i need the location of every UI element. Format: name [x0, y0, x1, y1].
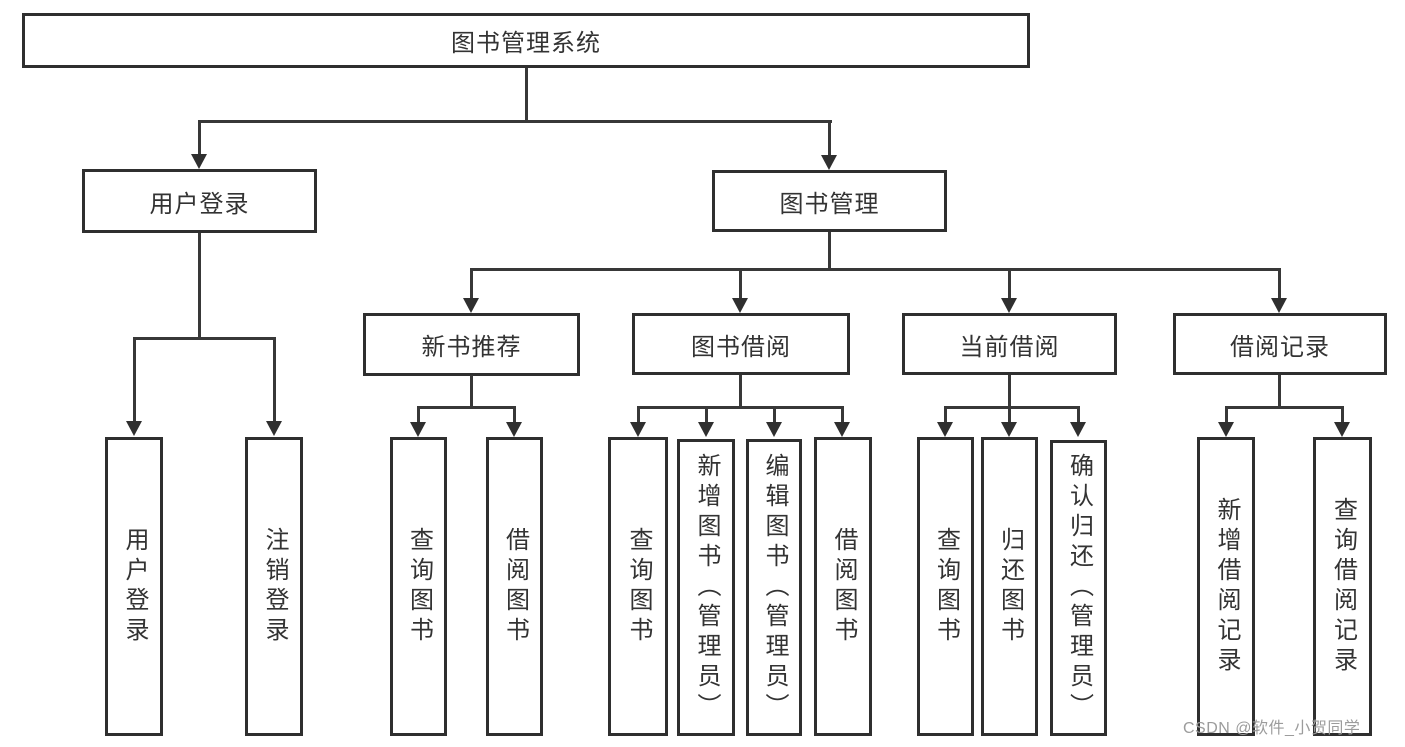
arrow-down-icon [191, 154, 207, 169]
leaf-add-books-admin: 新增图书（管理员） [677, 439, 735, 736]
leaf-add-borrow-record: 新增借阅记录 [1197, 437, 1255, 736]
connector-line [1278, 268, 1281, 299]
connector-line [133, 337, 276, 340]
leaf-edit-books-admin-label: 编辑图书（管理员） [761, 452, 788, 723]
arrow-down-icon [1001, 422, 1017, 437]
leaf-current-query-books: 查询图书 [917, 437, 974, 736]
arrow-down-icon [937, 422, 953, 437]
arrow-down-icon [766, 422, 782, 437]
arrow-down-icon [732, 298, 748, 313]
connector-line [417, 406, 420, 423]
connector-line [1341, 406, 1344, 423]
leaf-edit-books-admin: 编辑图书（管理员） [746, 439, 802, 736]
connector-line [133, 337, 136, 422]
connector-line [828, 232, 831, 268]
leaf-confirm-return-admin: 确认归还（管理员） [1050, 440, 1107, 736]
connector-line [1008, 375, 1011, 406]
leaf-newbook-borrow-books-label: 借阅图书 [501, 526, 529, 647]
arrow-down-icon [1334, 422, 1350, 437]
connector-line [1008, 406, 1011, 423]
connector-line [417, 406, 516, 409]
connector-line [637, 406, 640, 423]
node-book-management: 图书管理 [712, 170, 947, 232]
leaf-borrow-query-books: 查询图书 [608, 437, 668, 736]
arrow-down-icon [834, 422, 850, 437]
connector-line [198, 120, 832, 123]
connector-line [273, 337, 276, 422]
node-current-borrow-label: 当前借阅 [959, 333, 1060, 361]
node-new-book-recommend-label: 新书推荐 [421, 334, 522, 361]
node-book-borrow-label: 图书借阅 [691, 333, 791, 361]
node-book-borrow: 图书借阅 [632, 313, 850, 375]
arrow-down-icon [1271, 298, 1287, 313]
connector-line [470, 268, 1281, 271]
arrow-down-icon [266, 421, 282, 436]
leaf-newbook-query-books: 查询图书 [390, 437, 447, 736]
arrow-down-icon [698, 422, 714, 437]
connector-line [944, 406, 1080, 409]
connector-line [1278, 375, 1281, 406]
leaf-return-books-label: 归还图书 [996, 526, 1024, 647]
node-borrow-record: 借阅记录 [1173, 313, 1387, 375]
leaf-borrow-query-books-label: 查询图书 [625, 526, 652, 647]
leaf-query-borrow-record-label: 查询借阅记录 [1329, 496, 1357, 677]
connector-line [944, 406, 947, 423]
node-borrow-record-label: 借阅记录 [1230, 333, 1330, 361]
arrow-down-icon [1001, 298, 1017, 313]
arrow-down-icon [410, 422, 426, 437]
arrow-down-icon [126, 421, 142, 436]
node-book-management-label: 图书管理 [779, 190, 880, 218]
arrow-down-icon [463, 298, 479, 313]
leaf-logout-label: 注销登录 [261, 526, 288, 647]
node-user-login: 用户登录 [82, 169, 317, 233]
arrow-down-icon [630, 422, 646, 437]
leaf-confirm-return-admin-label: 确认归还（管理员） [1065, 453, 1093, 723]
node-new-book-recommend: 新书推荐 [363, 313, 580, 376]
connector-line [470, 375, 473, 406]
connector-line [198, 233, 201, 337]
node-user-login-label: 用户登录 [149, 190, 250, 218]
leaf-add-borrow-record-label: 新增借阅记录 [1213, 496, 1240, 677]
leaf-borrow-borrow-books: 借阅图书 [814, 437, 872, 736]
leaf-query-borrow-record: 查询借阅记录 [1313, 437, 1372, 736]
leaf-user-login-label: 用户登录 [121, 526, 148, 647]
leaf-newbook-borrow-books: 借阅图书 [486, 437, 543, 736]
arrow-down-icon [1070, 422, 1086, 437]
arrow-down-icon [1218, 422, 1234, 437]
connector-line [773, 406, 776, 423]
connector-line [513, 406, 516, 423]
leaf-user-login: 用户登录 [105, 437, 163, 736]
node-root-label: 图书管理系统 [451, 30, 601, 57]
leaf-current-query-books-label: 查询图书 [932, 526, 960, 647]
connector-line [739, 268, 742, 299]
connector-line [1225, 406, 1228, 423]
leaf-borrow-borrow-books-label: 借阅图书 [830, 526, 857, 647]
csdn-watermark: CSDN @软件_小贺同学 [1183, 720, 1361, 737]
connector-line [841, 406, 844, 423]
connector-line [637, 406, 844, 409]
connector-line [525, 68, 528, 120]
connector-line [1225, 406, 1343, 409]
connector-line [828, 120, 831, 156]
leaf-return-books: 归还图书 [981, 437, 1038, 736]
node-current-borrow: 当前借阅 [902, 313, 1117, 375]
connector-line [1008, 268, 1011, 299]
connector-line [739, 375, 742, 406]
arrow-down-icon [506, 422, 522, 437]
leaf-add-books-admin-label: 新增图书（管理员） [693, 452, 720, 723]
connector-line [705, 406, 708, 423]
leaf-logout: 注销登录 [245, 437, 303, 736]
connector-line [198, 120, 201, 156]
leaf-newbook-query-books-label: 查询图书 [405, 526, 433, 647]
arrow-down-icon [821, 155, 837, 170]
node-root-library-system: 图书管理系统 [22, 13, 1030, 68]
connector-line [470, 268, 473, 299]
connector-line [1077, 406, 1080, 423]
